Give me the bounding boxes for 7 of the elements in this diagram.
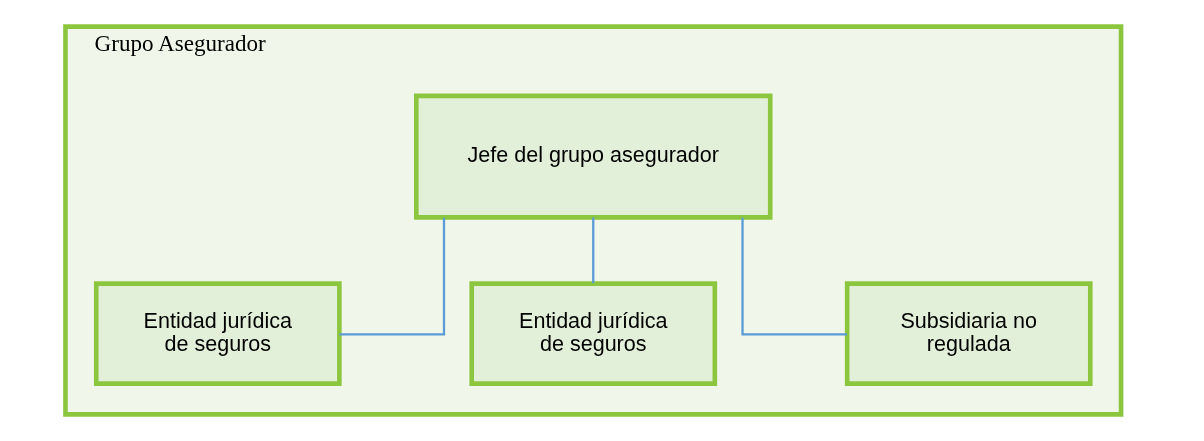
connector [740, 217, 847, 336]
node-box: Entidad jurídica de seguros [93, 281, 342, 386]
node-box: Jefe del grupo asegurador [413, 93, 773, 220]
connector [339, 217, 445, 336]
node-box: Entidad jurídica de seguros [468, 281, 717, 386]
node-box: Subsidiaria no regulada [844, 281, 1093, 386]
connector [591, 217, 594, 284]
